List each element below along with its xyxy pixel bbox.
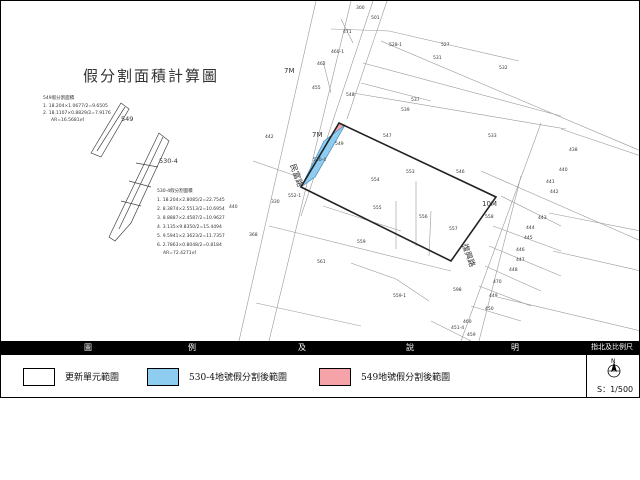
inset-549-shape [90,102,130,158]
parcel-548: 548 [346,92,355,98]
road-right-name: 復興路 [460,242,478,268]
parcel-559: 559 [357,239,366,245]
parcel-447: 447 [516,257,525,263]
parcel-446: 446 [516,247,525,253]
parcel-440-left: 440 [229,204,238,210]
road-left-name: 民富路 [288,162,306,188]
north-letter: N [611,358,616,365]
parcel-549: 549 [335,141,344,147]
parcel-numbers: 300 501 471 460-1 528-1 527 531 532 462 … [229,5,578,338]
parcel-530-4-split-area [300,124,346,188]
road-10m: 10M [482,200,497,208]
parcel-450: 450 [485,306,494,312]
parcel-555: 555 [373,205,382,211]
north-arrow-scale: N S：1/500 [586,355,640,397]
parcel-533: 533 [488,133,497,139]
parcel-442-right: 442 [550,189,559,195]
legend-header-bar: 圖 例 及 說 明 指北及比例尺 [1,341,639,355]
parcel-471: 471 [343,29,352,35]
calc-549-heading: 549假分割面積 [43,94,75,101]
road-7m-top: 7M [284,67,295,75]
parcel-460-1: 460-1 [331,49,344,55]
legend-header-2: 例 [188,343,196,352]
parcel-451-4: 451-4 [451,325,464,331]
parcel-501: 501 [371,15,380,21]
north-arrow-icon: N [607,358,621,378]
parcel-445: 445 [524,235,533,241]
legend-header-5: 明 [511,343,519,352]
calc-530-4-heading: 530-4假分割面積 [157,187,193,194]
legend-swatch-549 [319,368,351,386]
calc-549-block: 549假分割面積 1. 18.204×1.0677/2=9.6505 2. 18… [43,94,111,123]
parcel-462: 462 [317,61,326,67]
calc-530-4-row-2: 2. 8.3874×2.5513/2=10.6954 [157,206,225,212]
parcel-547: 547 [383,133,392,139]
parcel-530-4: 530-4 [313,157,326,163]
drawing-sheet: 假分割面積計算圖 549假分割面積 1. 18.204×1.0677/2=9.6… [0,0,640,398]
parcel-558: 558 [485,214,494,220]
calc-549-row-2: 2. 18.1107×0.8829/2=7.9176 [43,110,111,116]
cadastral-map: 假分割面積計算圖 549假分割面積 1. 18.204×1.0677/2=9.6… [43,1,639,341]
parcel-444: 444 [526,225,535,231]
parcel-300: 300 [356,5,365,11]
legend-label-549: 549地號假分割後範圍 [361,373,451,383]
calc-549-row-1: 1. 18.204×1.0677/2=9.6505 [43,103,108,109]
road-7m-mid: 7M [312,131,323,139]
inset-label-549: 549 [121,115,133,123]
map-title: 假分割面積計算圖 [83,67,219,85]
legend-header-4: 說 [406,343,414,352]
parcel-438: 438 [569,147,578,153]
calc-530-4-row-1: 1. 18.204×2.8085/2=22.7545 [157,197,225,203]
parcel-598: 598 [453,287,462,293]
parcel-455: 455 [312,85,321,91]
parcel-470: 470 [493,279,502,285]
parcel-561: 561 [317,259,326,265]
parcel-557: 557 [449,226,458,232]
inset-label-530-4: 530-4 [159,157,178,165]
calc-530-4-row-5: 5. 9.5941×2.3623/2=11.7357 [157,233,225,239]
legend-swatch-renewal-unit [23,368,55,386]
parcel-440: 440 [559,167,568,173]
parcel-441: 441 [546,179,555,185]
parcel-537: 537 [411,97,420,103]
calc-530-4-total: AR=72.4271㎡ [163,249,197,256]
parcel-546: 546 [456,169,465,175]
parcel-330: 330 [271,199,280,205]
parcel-460: 460 [463,319,472,325]
parcel-459: 459 [467,332,476,338]
parcel-532: 532 [499,65,508,71]
legend-label-renewal-unit: 更新單元範圍 [65,373,120,383]
parcel-559-1: 559-1 [393,293,406,299]
parcel-443: 443 [538,215,547,221]
inset-530-4-shape [108,132,170,242]
parcel-449: 449 [489,293,498,299]
parcel-556: 556 [419,214,428,220]
parcel-539: 539 [401,107,410,113]
parcel-528-1: 528-1 [389,42,402,48]
calc-530-4-row-4: 4. 3.135×9.8350/2=15.4494 [157,224,222,230]
legend-header-3: 及 [298,343,306,352]
lot-lines [238,1,639,341]
renewal-unit-boundary [299,121,498,263]
calc-530-4-row-3: 3. 8.8887×2.4587/2=10.9627 [157,215,225,221]
calc-530-4-block: 530-4假分割面積 1. 18.204×2.8085/2=22.7545 2.… [157,187,225,256]
legend-swatch-530-4 [147,368,179,386]
parcel-442: 442 [265,134,274,140]
legend-header-1: 圖 [84,343,92,352]
parcel-554: 554 [371,177,380,183]
parcel-368: 368 [249,232,258,238]
parcel-448: 448 [509,267,518,273]
legend-label-530-4: 530-4地號假分割後範圍 [189,373,287,383]
legend-body: 更新單元範圍 530-4地號假分割後範圍 549地號假分割後範圍 [1,355,586,397]
calc-549-total: AR=16.5681㎡ [51,116,85,123]
parcel-552-1: 552-1 [288,193,301,199]
scale-text: S：1/500 [597,385,634,394]
parcel-553: 553 [406,169,415,175]
parcel-531: 531 [433,55,442,61]
parcel-527: 527 [441,42,450,48]
compass-header: 指北及比例尺 [591,343,633,351]
calc-530-4-row-6: 6. 2.7863×0.8048/2=0.8184 [157,242,222,248]
